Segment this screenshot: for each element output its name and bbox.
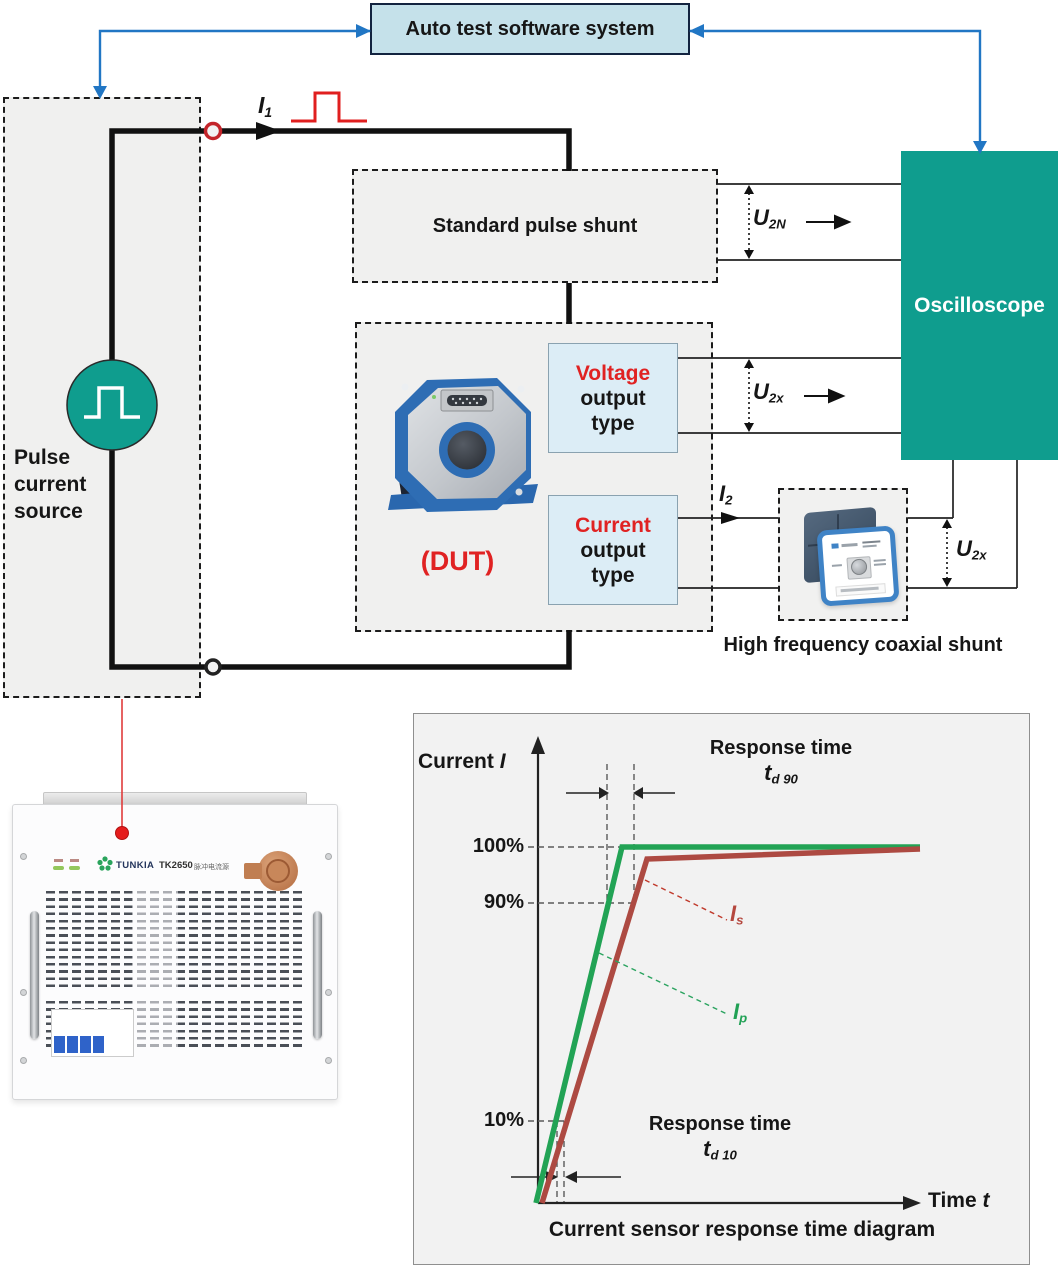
sensor-db9-slot (447, 395, 487, 406)
oscilloscope-box: Oscilloscope (901, 151, 1058, 460)
device-marking (841, 542, 858, 548)
dut-sensor-image (388, 378, 538, 512)
voltage-output-type-box: Voltage output type (548, 343, 678, 453)
is-series-label: Is (730, 901, 744, 928)
device-marking (862, 540, 881, 544)
breaker-switch (80, 1036, 91, 1053)
td10-symbol: td 10 (703, 1136, 737, 1163)
pulse-waveform-glyph (291, 91, 367, 123)
pulse-source-device-photo: TUNKIA TK2650 脉冲电流源 (12, 792, 338, 1100)
current-output-line3: type (591, 563, 635, 587)
td90-symbol: td 90 (764, 760, 798, 787)
breaker-switch (93, 1036, 104, 1053)
terminal-ring-bottom (204, 658, 222, 676)
pulse-source-label: Pulse current source (14, 446, 87, 523)
grille-faint-band (132, 891, 178, 1049)
led-caption (54, 859, 63, 862)
i2-label: I2 (719, 481, 733, 508)
device-marking (873, 563, 887, 566)
device-model: TK2650 (159, 860, 193, 871)
device-brand: TUNKIA (116, 860, 155, 871)
tunkia-logo-icon (97, 856, 113, 871)
auto-test-software-box: Auto test software system (370, 3, 690, 55)
coaxial-shunt-box (778, 488, 908, 621)
coaxial-shunt-device-face (816, 525, 900, 607)
standard-pulse-shunt-label: Standard pulse shunt (432, 214, 638, 237)
terminal-ring-top (203, 121, 223, 141)
chart-xlabel: Time t (928, 1189, 990, 1212)
status-led (69, 866, 80, 870)
u2x-voltage-label: U2x (753, 379, 784, 406)
u-label-arrows (804, 214, 852, 404)
screw (20, 853, 27, 860)
sensor-mount-hole (515, 488, 523, 496)
current-output-line1: Current (575, 513, 651, 537)
rack-handle-left (30, 911, 39, 1039)
tick-90: 90% (483, 891, 524, 913)
i2-arrowhead (721, 512, 740, 524)
device-marking (840, 586, 879, 592)
response-time-10-title: Response time td 10 (648, 1113, 792, 1163)
screw (325, 989, 332, 996)
oscilloscope-label: Oscilloscope (914, 293, 1045, 317)
current-direction-arrowhead (256, 122, 281, 140)
response-time-90-title: Response time td 90 (709, 737, 853, 787)
current-output-line2: output (580, 538, 646, 562)
device-model-suffix: 脉冲电流源 (194, 864, 229, 871)
auto-test-software-label: Auto test software system (405, 17, 655, 40)
coaxial-shunt-caption: High frequency coaxial shunt (723, 634, 1003, 656)
device-logo-mark (831, 543, 839, 549)
sensor-db9-pins (451, 397, 483, 405)
terminal-ring (266, 859, 290, 883)
voltage-output-line1: Voltage (575, 361, 651, 385)
chart-ylabel: Current I (418, 750, 506, 773)
u2n-label: U2N (753, 205, 786, 232)
chart-title: Current sensor response time diagram (548, 1218, 936, 1241)
pulse-current-source-box (3, 97, 201, 698)
breaker-switch (54, 1036, 65, 1053)
sensor-aperture-hole (447, 430, 487, 470)
i1-label: I1 (258, 92, 273, 120)
power-led (53, 866, 64, 870)
breaker-switch (67, 1036, 78, 1053)
dut-label: (DUT) (420, 546, 495, 576)
screw (20, 1057, 27, 1064)
sensor-mount-hole (401, 383, 409, 391)
response-time-chart-panel (413, 713, 1030, 1265)
sensor-mount-hole (517, 385, 525, 393)
voltage-output-line3: type (591, 411, 635, 435)
current-output-type-box: Current output type (548, 495, 678, 605)
voltage-output-line2: output (580, 386, 646, 410)
sensor-led (432, 395, 436, 399)
screw (20, 989, 27, 996)
rack-handle-right (313, 911, 322, 1039)
circuit-breaker-box (51, 1009, 134, 1057)
device-marking (831, 564, 842, 567)
device-front-panel: TUNKIA TK2650 脉冲电流源 (12, 804, 338, 1100)
led-caption (70, 859, 79, 862)
device-label-strip (835, 583, 886, 597)
u2x-coax-label: U2x (956, 536, 987, 563)
tick-100: 100% (472, 835, 524, 857)
screw (325, 853, 332, 860)
screw (325, 1057, 332, 1064)
device-marking (873, 559, 886, 562)
ip-series-label: Ip (733, 999, 748, 1026)
terminal-tab (244, 863, 262, 879)
device-marking (862, 544, 877, 548)
tick-10: 10% (483, 1109, 524, 1131)
